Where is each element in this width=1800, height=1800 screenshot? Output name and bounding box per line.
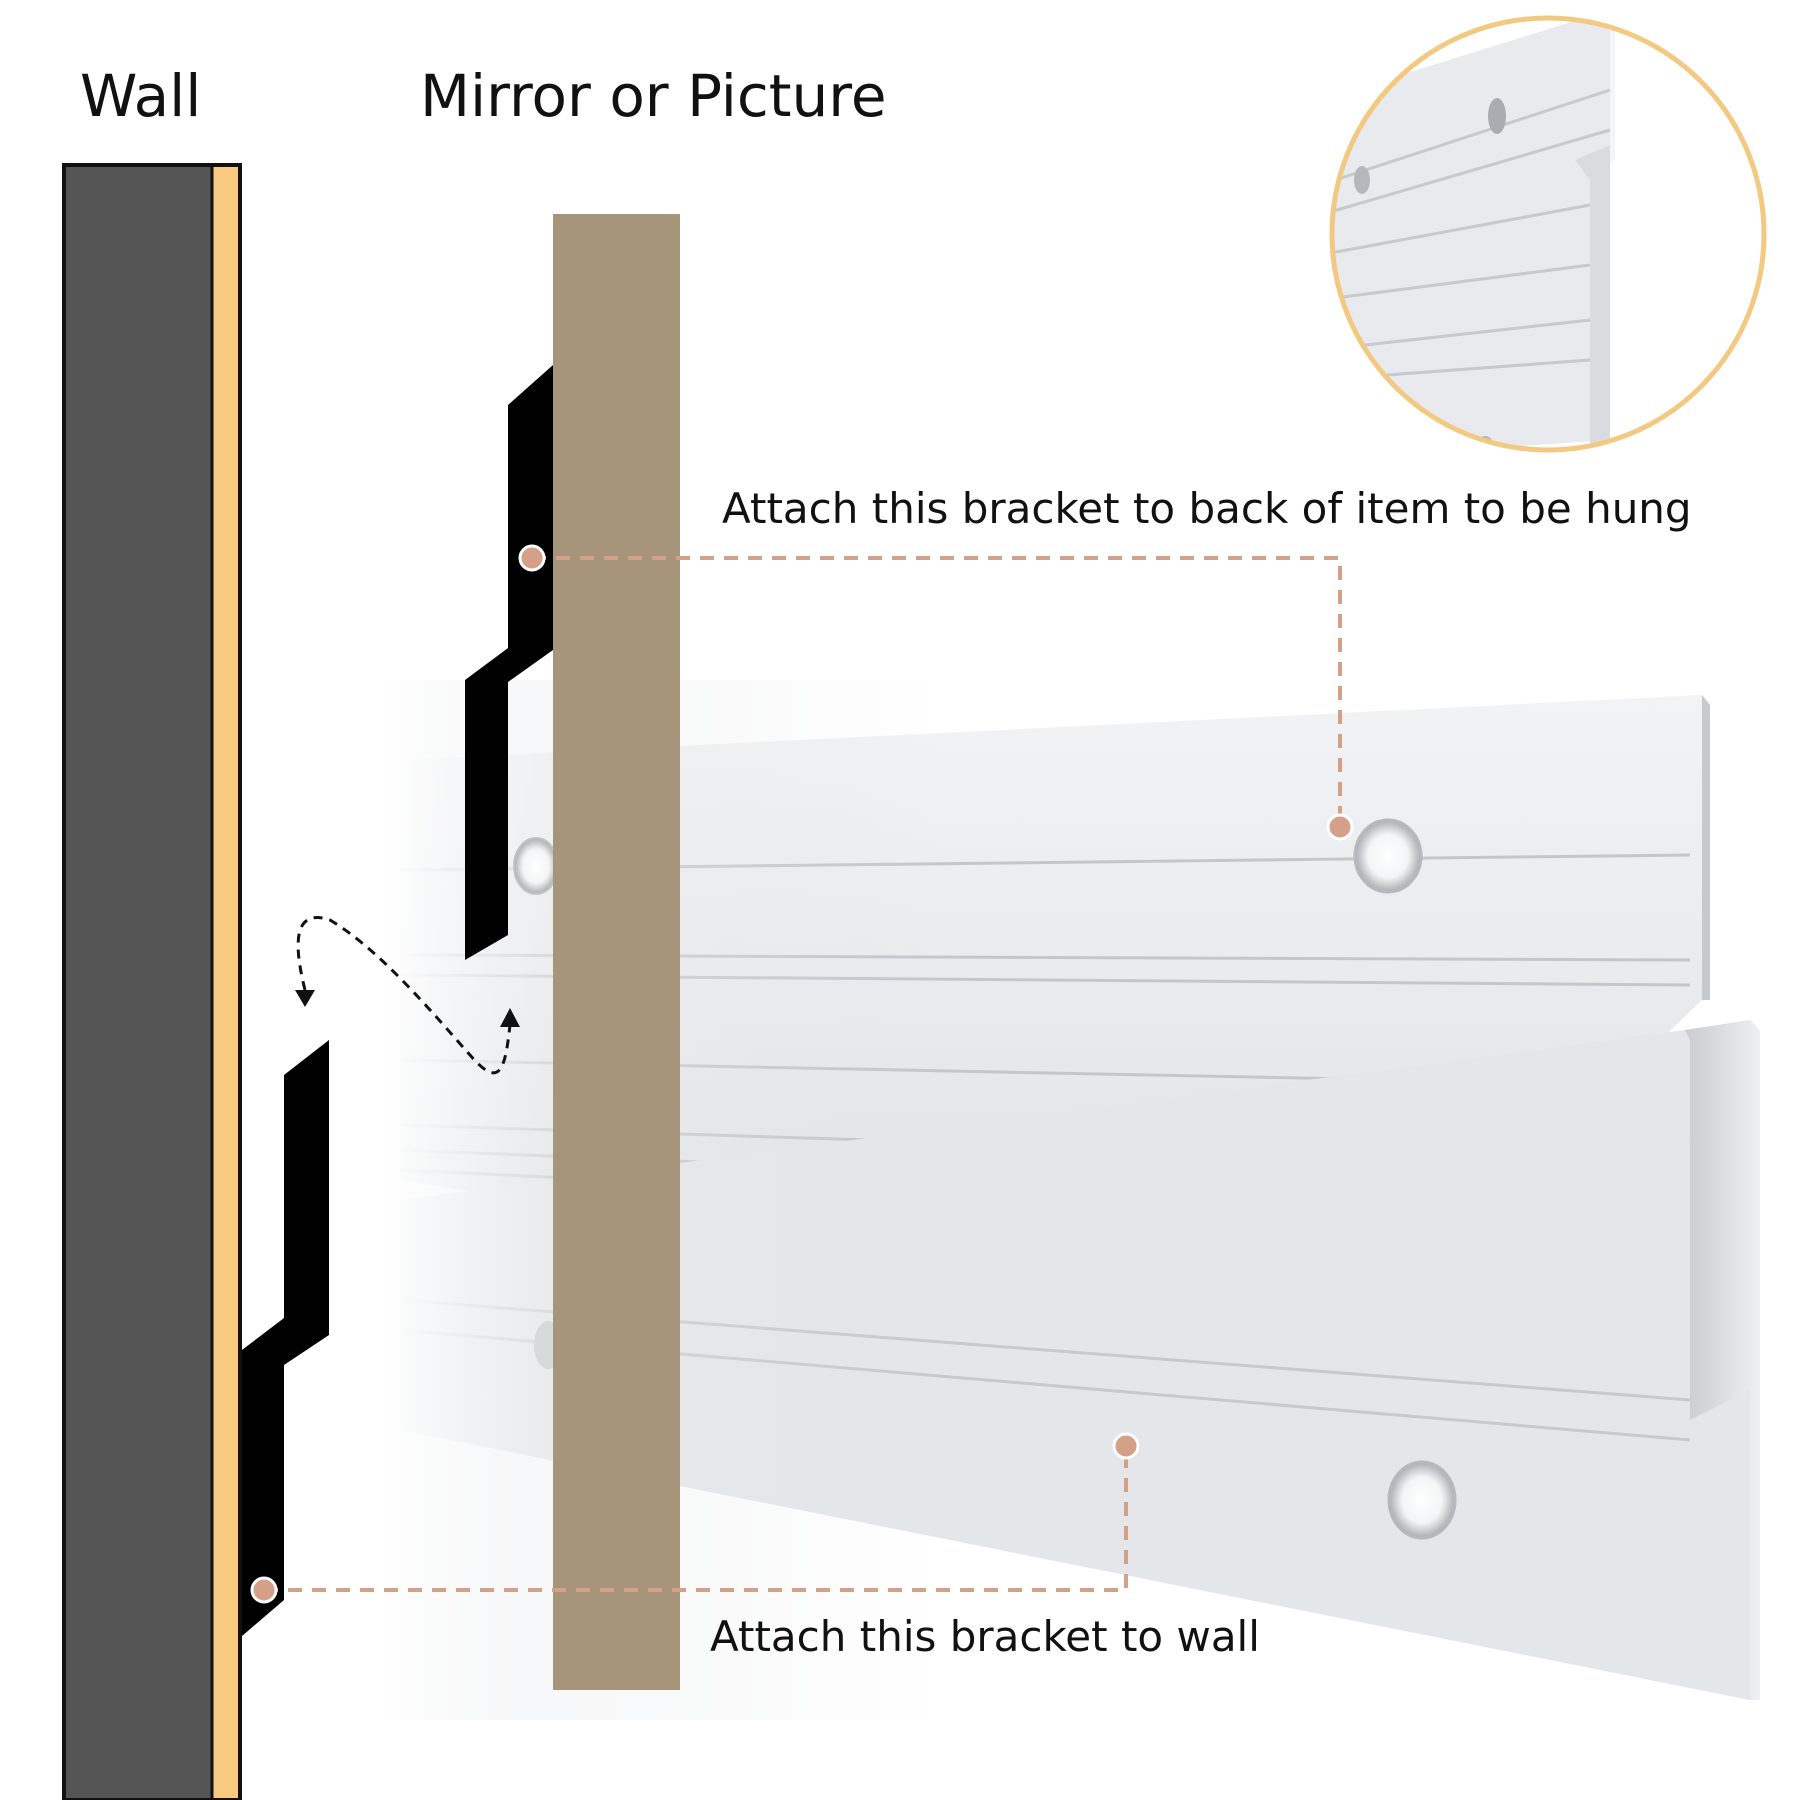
wall — [62, 163, 242, 1800]
callout-dot-icon — [250, 1576, 278, 1604]
callout-dot-icon — [1326, 813, 1354, 841]
bottom-callout-text: Attach this bracket to wall — [710, 1612, 1260, 1661]
wall-label: Wall — [80, 62, 202, 130]
callout-dot-icon — [518, 544, 546, 572]
wall-body — [64, 165, 212, 1800]
upper-cleat-hole — [1353, 818, 1423, 894]
wall-face — [212, 165, 240, 1800]
lower-cleat-edge — [1685, 1020, 1760, 1700]
zoom-inset — [1329, 15, 1767, 453]
upper-cleat-edge — [1702, 695, 1710, 1000]
callout-dot-icon — [1112, 1432, 1140, 1460]
mirror-label: Mirror or Picture — [420, 62, 887, 130]
dashed-curved-arrow-icon — [296, 916, 512, 1075]
top-callout-line — [532, 556, 1342, 826]
item-bracket — [465, 365, 553, 960]
wall-bracket — [242, 1040, 329, 1636]
zoom-ring — [1329, 15, 1767, 453]
arrow-head-down — [295, 990, 315, 1007]
top-callout-text: Attach this bracket to back of item to b… — [722, 484, 1692, 533]
arrow-head-up — [500, 1008, 520, 1027]
lower-cleat-hole — [1387, 1460, 1457, 1540]
picture-panel — [553, 214, 680, 1690]
